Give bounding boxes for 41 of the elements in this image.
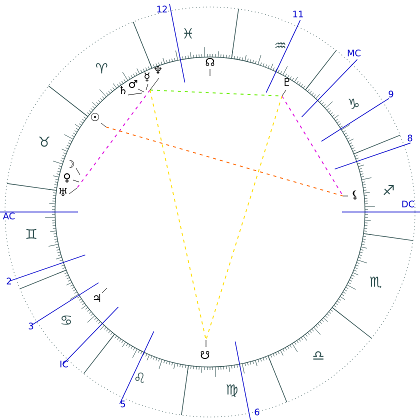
house-label: DC — [402, 200, 414, 208]
house-label: 3 — [28, 322, 34, 330]
zodiac-sign: ♍ — [226, 384, 238, 398]
planet-glyph: ♇ — [282, 78, 290, 96]
planet-glyph: ♆ — [150, 66, 162, 90]
zodiac-sign: ♎ — [313, 351, 324, 360]
zodiac-sign: ♓ — [184, 28, 192, 38]
aspect-line — [76, 90, 150, 188]
planet-glyph: ☉ — [91, 113, 106, 128]
zodiac-sign: ♒ — [275, 42, 286, 48]
planet-glyph: ☊ — [206, 58, 214, 76]
aspect-line — [282, 96, 344, 196]
zodiac-sign: ♊ — [26, 228, 36, 240]
aspect-line — [106, 126, 344, 196]
house-label: IC — [60, 360, 68, 368]
planet-glyph: ♃ — [94, 288, 108, 302]
house-label: MC — [348, 50, 361, 56]
planet-glyph: ☽ — [69, 160, 80, 176]
zodiac-sign: ♐ — [384, 184, 394, 196]
house-label: 6 — [254, 408, 260, 416]
planet-glyph: ☿ — [144, 72, 150, 90]
house-label: 11 — [293, 10, 303, 18]
zodiac-sign: ♉ — [39, 136, 50, 147]
house-label: 12 — [157, 6, 167, 12]
house-label: AC — [2, 212, 15, 220]
house-label: 2 — [6, 278, 11, 284]
planet-glyph: ☋ — [200, 340, 210, 359]
house-label: 5 — [120, 400, 126, 408]
planet-glyph: ♅ — [59, 188, 78, 196]
zodiac-sign: ♑ — [348, 98, 359, 109]
zodiac-sign: ♈ — [96, 63, 108, 74]
planet-glyph: ♂ — [128, 80, 144, 92]
zodiac-sign: ♋ — [62, 316, 71, 325]
aspect-line — [150, 90, 206, 340]
zodiac-sign: ♌ — [135, 372, 144, 383]
planet-glyph: ⚸ — [342, 190, 357, 200]
house-label: 8 — [408, 134, 412, 142]
house-label: 9 — [388, 90, 394, 98]
zodiac-sign: ♏ — [370, 276, 382, 288]
aspect-line — [206, 96, 282, 340]
planet-glyph: ♀ — [64, 173, 80, 183]
